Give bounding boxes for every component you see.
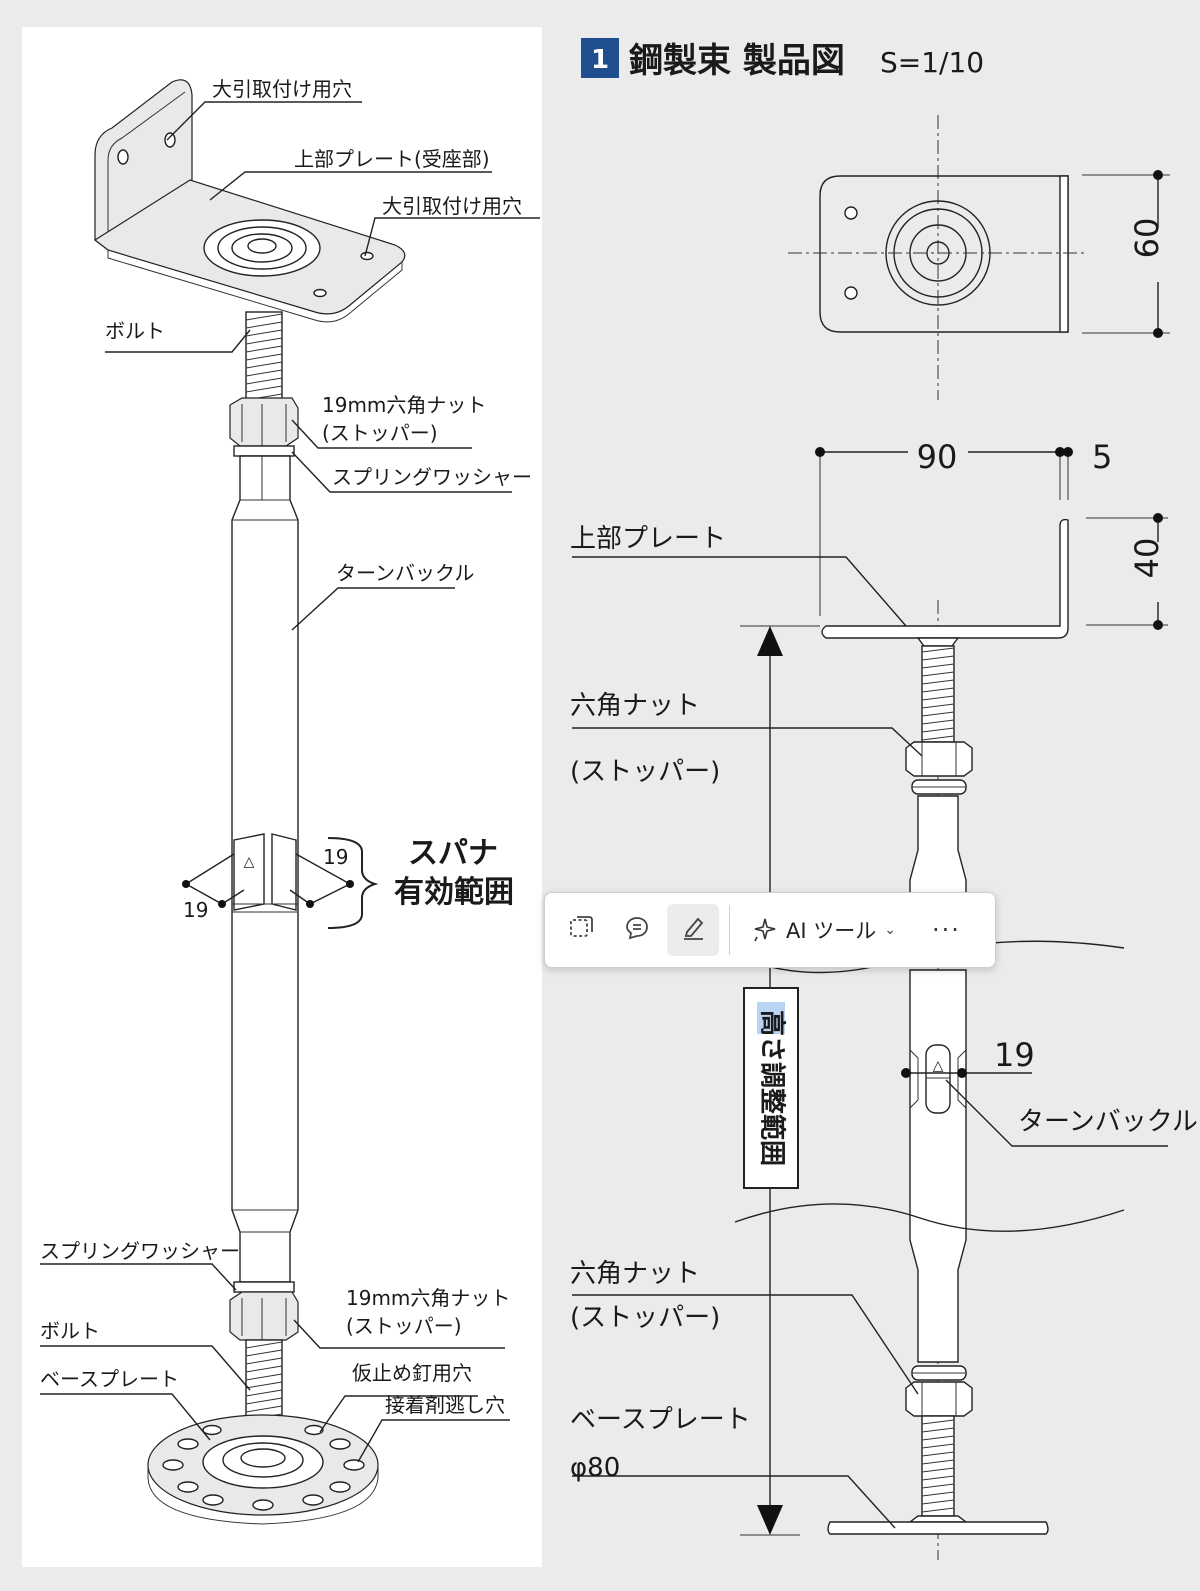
- label-nail-hole: 仮止め釘用穴: [352, 1361, 472, 1385]
- chevron-down-icon: ⌄: [884, 922, 896, 938]
- title-number: 1: [591, 45, 609, 75]
- comment-icon: [623, 914, 651, 946]
- top-washer: [233, 445, 295, 457]
- arrow-down: [757, 1505, 783, 1535]
- highlight-pen-icon: [679, 914, 707, 946]
- front-top-bolt: [921, 645, 955, 743]
- label-washer-top: スプリングワッシャー: [332, 465, 532, 489]
- label-spanner-line2: 有効範囲: [394, 875, 514, 910]
- label-height-range: 高さ調整範囲: [757, 1010, 788, 1166]
- front-top-nut: [905, 741, 973, 777]
- label-turnbuckle: ターンバックル: [336, 561, 474, 585]
- label-spanner-dim-right: 19: [323, 845, 348, 869]
- label-front-nut-bottom-line1: 六角ナット: [570, 1259, 700, 1289]
- label-nut-bottom-line1: 19mm六角ナット: [346, 1286, 510, 1310]
- front-top-plate: [821, 518, 1069, 639]
- front-base-plate: [827, 1521, 1049, 1535]
- svg-text:△: △: [244, 854, 255, 870]
- top-hole: [164, 132, 176, 148]
- ai-sparkle-icon: [752, 917, 778, 943]
- comment-button[interactable]: [611, 904, 663, 956]
- label-base-diameter: φ80: [570, 1453, 620, 1483]
- title-scale: S=1/10: [880, 46, 984, 79]
- label-top-hole-2: 大引取付け用穴: [382, 194, 522, 218]
- label-front-turnbuckle: ターンバックル: [1018, 1107, 1198, 1137]
- dim-90: 90: [917, 438, 958, 476]
- top-nut: [229, 397, 299, 447]
- label-front-top-plate: 上部プレート: [570, 524, 726, 554]
- more-button[interactable]: ···: [932, 916, 961, 944]
- arrow-up: [757, 626, 783, 656]
- label-base-plate: ベースプレート: [40, 1367, 179, 1391]
- select-area-icon: [567, 914, 595, 946]
- front-view: 90 5 40 △: [719, 438, 1168, 1536]
- top-bolt: [245, 311, 283, 405]
- label-nut-top-line1: 19mm六角ナット: [322, 393, 486, 417]
- front-turnbuckle-bottom: [909, 969, 967, 1363]
- title-text: 鋼製束 製品図: [629, 41, 845, 81]
- front-bottom-bolt: [921, 1415, 955, 1517]
- label-top-hole-1: 大引取付け用穴: [212, 77, 352, 101]
- isometric-drawing: △: [93, 79, 406, 1525]
- label-bolt-bottom: ボルト: [40, 1319, 100, 1343]
- label-top-plate: 上部プレート(受座部): [294, 147, 490, 171]
- label-front-nut-top-line2: (ストッパー): [570, 757, 720, 787]
- label-front-nut-bottom-line2: (ストッパー): [570, 1303, 720, 1333]
- text-highlight: [757, 1002, 785, 1034]
- ai-tools-label: AI ツール: [786, 919, 877, 943]
- label-bolt-top: ボルト: [105, 319, 165, 343]
- dim-40: 40: [1128, 538, 1166, 579]
- select-area-button[interactable]: [555, 904, 607, 956]
- label-washer-bottom: スプリングワッシャー: [40, 1239, 240, 1263]
- label-spanner-line1: スパナ: [408, 836, 498, 871]
- label-front-nut-top-line1: 六角ナット: [570, 691, 700, 721]
- label-front-base-plate: ベースプレート: [570, 1405, 751, 1435]
- left-leaders: [40, 101, 540, 1463]
- top-plate-flange: [94, 79, 193, 251]
- title-badge: [581, 38, 619, 78]
- label-nut-bottom-line2: (ストッパー): [346, 1314, 462, 1338]
- highlight-button[interactable]: [667, 904, 719, 956]
- svg-text:△: △: [933, 1058, 944, 1074]
- label-glue-hole: 接着剤逃し穴: [385, 1393, 505, 1417]
- more-icon: ···: [931, 916, 961, 944]
- dim-60: 60: [1128, 218, 1166, 259]
- label-spanner-dim-left: 19: [183, 898, 208, 922]
- right-labels: 上部プレート 六角ナット (ストッパー) ターンバックル 六角ナット (ストッパ…: [570, 524, 1198, 1483]
- dim-5: 5: [1092, 438, 1112, 476]
- ai-tools-dropdown[interactable]: AI ツール ⌄: [742, 904, 906, 956]
- left-labels: 大引取付け用穴 上部プレート(受座部) 大引取付け用穴 ボルト 19mm六角ナッ…: [40, 77, 532, 1417]
- toolbar-separator: [729, 905, 730, 955]
- floating-toolbar: AI ツール ⌄ ···: [544, 892, 996, 968]
- top-view: 60: [788, 170, 1170, 338]
- top-hole: [117, 149, 129, 165]
- right-leaders: [572, 556, 1168, 1529]
- label-nut-top-line2: (ストッパー): [322, 421, 438, 445]
- dim-19: 19: [994, 1036, 1035, 1074]
- bottom-washer: [233, 1281, 295, 1293]
- front-bottom-nut: [905, 1381, 973, 1417]
- bottom-nut: [229, 1291, 299, 1341]
